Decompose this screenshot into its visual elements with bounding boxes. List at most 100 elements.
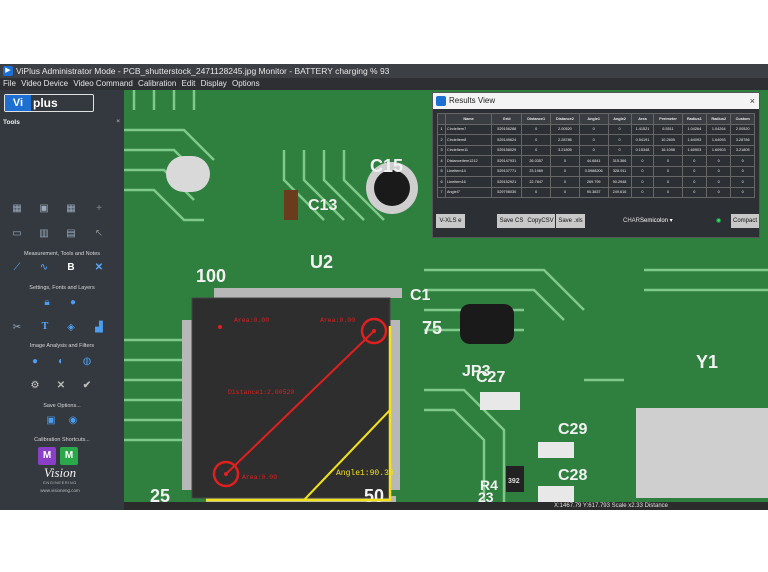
jumper-jp3 bbox=[460, 304, 514, 344]
col-distance1: Distance1 bbox=[521, 113, 552, 125]
menu-video-device[interactable]: Video Device bbox=[21, 79, 69, 88]
cell-distance1: 0 bbox=[521, 134, 552, 146]
crosshair-icon[interactable]: + bbox=[96, 203, 102, 214]
section-calibration: Calibration Shortcuts... bbox=[34, 437, 90, 443]
cell-name: AngleI7 bbox=[444, 186, 493, 198]
cell-index: 7 bbox=[437, 186, 446, 198]
cancel-icon[interactable]: ✕ bbox=[56, 380, 66, 391]
cell-perimeter: 0 bbox=[653, 165, 683, 177]
circle-measure-top-right[interactable] bbox=[360, 317, 388, 345]
cell-grid: 529152921 bbox=[491, 176, 523, 188]
save-xls-button[interactable]: Save .xls bbox=[556, 214, 585, 228]
polyline-icon[interactable]: ∿ bbox=[39, 262, 49, 273]
cell-radius1: 0 bbox=[681, 155, 708, 167]
cell-area: 0.54191 bbox=[630, 134, 655, 146]
menu-bar: File Video Device Video Command Calibrat… bbox=[0, 78, 768, 90]
overlay-icon[interactable]: ▤ bbox=[66, 228, 76, 239]
cell-perimeter: 16.1098 bbox=[653, 144, 683, 156]
angle-lines[interactable] bbox=[206, 326, 392, 502]
monitor-icon[interactable]: ▭ bbox=[12, 228, 22, 239]
cell-distance2: 3.21805 bbox=[550, 144, 580, 156]
eye-toggle-icon[interactable]: ◉ bbox=[716, 218, 722, 224]
menu-video-command[interactable]: Video Command bbox=[73, 79, 133, 88]
menu-display[interactable]: Display bbox=[200, 79, 227, 88]
menu-file[interactable]: File bbox=[3, 79, 16, 88]
palette-icon[interactable]: ◐ bbox=[57, 356, 65, 367]
compact-button[interactable]: Compact bbox=[731, 214, 759, 228]
settings-gear-icon[interactable]: ⚙ bbox=[30, 380, 40, 391]
macro-button-green[interactable]: M bbox=[60, 447, 78, 465]
char-select[interactable]: Semicolon ▾ bbox=[640, 218, 673, 224]
label-c15: C15 bbox=[370, 156, 403, 176]
circle-measure-bottom-left[interactable] bbox=[212, 460, 240, 488]
cell-index: 4 bbox=[437, 155, 446, 167]
text-tool-icon[interactable]: T bbox=[41, 321, 49, 332]
confirm-check-icon[interactable]: ✔ bbox=[82, 380, 92, 391]
split-view-icon[interactable]: ▥ bbox=[39, 228, 49, 239]
angle-diagonal[interactable] bbox=[303, 409, 391, 501]
tools-close-icon[interactable]: × bbox=[116, 118, 120, 125]
lock-icon[interactable]: 🔒︎ bbox=[44, 297, 50, 308]
cell-radius1: 0 bbox=[681, 186, 708, 198]
camera-view-icon[interactable]: ▣ bbox=[39, 203, 49, 214]
measurement-overlay bbox=[206, 317, 392, 502]
copy-csv-button[interactable]: CopyCSV bbox=[526, 214, 555, 228]
save-csv-button[interactable]: Save CS bbox=[497, 214, 526, 228]
line-measure-icon[interactable]: ⟋ bbox=[13, 262, 21, 273]
menu-edit[interactable]: Edit bbox=[181, 79, 196, 88]
bold-tool-icon[interactable]: B bbox=[67, 262, 75, 273]
col-angle1: Angle1 bbox=[578, 113, 609, 125]
cell-angle1: 0 bbox=[578, 123, 609, 135]
export-xls-button[interactable]: V-XLS e bbox=[436, 214, 465, 228]
ic-chip bbox=[191, 297, 391, 499]
cell-area: 0 bbox=[630, 165, 655, 177]
results-title-bar: Results View × bbox=[433, 93, 759, 109]
delete-measure-icon[interactable]: ✕ bbox=[94, 262, 104, 273]
window-title: ViPlus Administrator Mode - PCB_shutters… bbox=[16, 66, 390, 76]
cell-area: 0.15348 bbox=[630, 144, 655, 156]
cell-area: 0 bbox=[630, 186, 655, 198]
globe-icon[interactable]: ● bbox=[31, 356, 39, 367]
col-angle2: Angle2 bbox=[607, 113, 632, 125]
cell-distance1: 0 bbox=[521, 123, 552, 135]
layout-grid-icon[interactable]: ▦ bbox=[12, 203, 22, 214]
circle-measure-top-left[interactable] bbox=[218, 325, 222, 329]
layers-icon[interactable]: ◈ bbox=[67, 322, 75, 333]
cell-distance1: 0 bbox=[521, 144, 552, 156]
cell-perimeter: 0 bbox=[653, 155, 683, 167]
label-jp3: JP3 bbox=[462, 363, 491, 380]
cell-radius1: 0 bbox=[681, 176, 708, 188]
cell-custom: 0 bbox=[730, 155, 755, 167]
filter-icon[interactable]: ◍ bbox=[82, 356, 92, 367]
results-close-icon[interactable]: × bbox=[749, 96, 755, 106]
pointer-icon[interactable]: ↖ bbox=[94, 228, 104, 239]
snapshot-icon[interactable]: ◉ bbox=[68, 415, 78, 426]
distance-line[interactable] bbox=[225, 330, 375, 475]
save-icon[interactable]: ▣ bbox=[46, 415, 56, 426]
cell-name: DistanceItem1212 bbox=[444, 155, 493, 167]
menu-options[interactable]: Options bbox=[232, 79, 260, 88]
label-392: 392 bbox=[508, 478, 520, 485]
section-save: Save Options... bbox=[43, 403, 81, 409]
user-icon[interactable]: ● bbox=[69, 297, 77, 308]
grid-view-icon[interactable]: ▦ bbox=[66, 203, 76, 214]
annotation-angle: Angle1:90.38 bbox=[336, 469, 394, 478]
results-view-window: Results View × Name Grid Distance1 Dista… bbox=[432, 92, 760, 238]
col-perimeter: Perimeter bbox=[653, 113, 683, 125]
cell-name: CircleItem11 bbox=[444, 144, 493, 156]
label-25: 25 bbox=[150, 486, 170, 502]
scissors-icon[interactable]: ✂ bbox=[12, 322, 22, 333]
cell-angle2: 249.616 bbox=[607, 186, 632, 198]
chart-icon[interactable]: ▟ bbox=[95, 322, 103, 333]
macro-button-purple[interactable]: M bbox=[38, 447, 56, 465]
menu-calibration[interactable]: Calibration bbox=[138, 79, 177, 88]
cell-angle2: 328.911 bbox=[607, 165, 632, 177]
cell-index: 5 bbox=[437, 165, 446, 177]
